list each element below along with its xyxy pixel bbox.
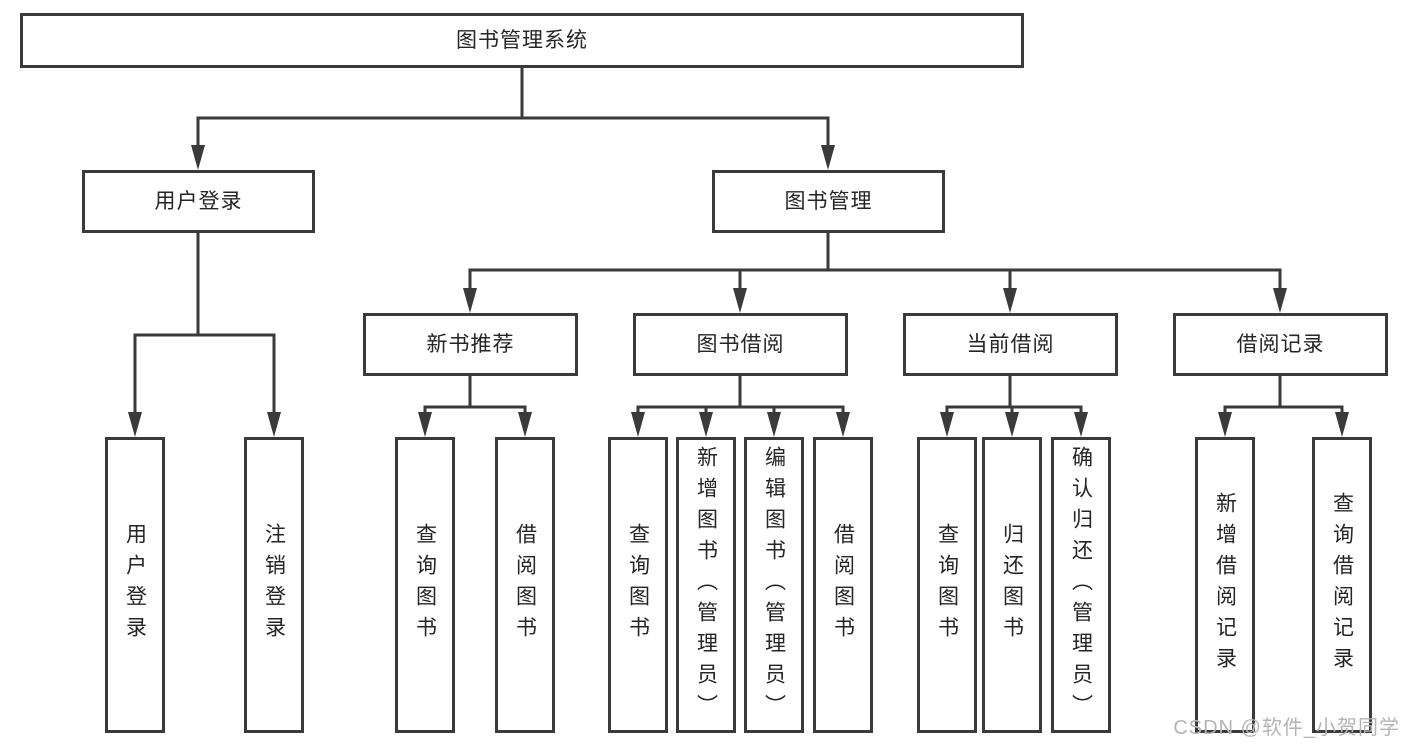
leaf-query-books-borrowing: 查询图书 bbox=[608, 437, 668, 733]
arrow-down-icon bbox=[1335, 412, 1349, 437]
arrow-down-icon bbox=[1074, 412, 1088, 437]
arrow-down-icon bbox=[1003, 288, 1017, 313]
watermark: CSDN @软件_小贺同学 bbox=[1173, 717, 1400, 739]
arrow-down-icon bbox=[631, 412, 645, 437]
leaf-user-login: 用户登录 bbox=[105, 437, 165, 733]
arrow-down-icon bbox=[463, 288, 477, 313]
arrow-down-icon bbox=[191, 145, 205, 170]
node-borrowing-records: 借阅记录 bbox=[1173, 313, 1388, 376]
arrow-down-icon bbox=[128, 412, 142, 437]
leaf-edit-books-admin: 编辑图书（管理员） bbox=[744, 437, 804, 733]
arrow-down-icon bbox=[1273, 288, 1287, 313]
connector-borrowing-to-leaves bbox=[636, 376, 845, 416]
leaf-return-books: 归还图书 bbox=[982, 437, 1042, 733]
leaf-query-books-recommend: 查询图书 bbox=[395, 437, 455, 733]
node-book-management: 图书管理 bbox=[712, 170, 945, 233]
connector-mgmt-to-level3 bbox=[468, 233, 1282, 292]
arrow-down-icon bbox=[836, 412, 850, 437]
node-current-borrowing: 当前借阅 bbox=[903, 313, 1118, 376]
arrow-down-icon bbox=[940, 412, 954, 437]
leaf-confirm-return-admin: 确认归还（管理员） bbox=[1051, 437, 1111, 733]
connector-recommend-to-leaves bbox=[423, 376, 527, 416]
leaf-add-borrow-record: 新增借阅记录 bbox=[1195, 437, 1255, 733]
node-book-borrowing: 图书借阅 bbox=[633, 313, 848, 376]
arrow-down-icon bbox=[699, 412, 713, 437]
node-new-book-recommend: 新书推荐 bbox=[363, 313, 578, 376]
leaf-query-borrow-record: 查询借阅记录 bbox=[1312, 437, 1372, 733]
arrow-down-icon bbox=[1005, 412, 1019, 437]
arrow-down-icon bbox=[821, 145, 835, 170]
node-user-login: 用户登录 bbox=[82, 170, 315, 233]
leaf-add-books-admin: 新增图书（管理员） bbox=[676, 437, 736, 733]
connector-login-to-leaves bbox=[133, 233, 276, 416]
connector-records-to-leaves bbox=[1223, 376, 1344, 416]
node-root-system: 图书管理系统 bbox=[20, 13, 1024, 68]
leaf-borrow-books-borrowing: 借阅图书 bbox=[813, 437, 873, 733]
leaf-borrow-books-recommend: 借阅图书 bbox=[495, 437, 555, 733]
arrow-down-icon bbox=[733, 288, 747, 313]
connector-root-to-level2 bbox=[196, 68, 830, 150]
leaf-logout: 注销登录 bbox=[244, 437, 304, 733]
arrow-down-icon bbox=[1218, 412, 1232, 437]
arrow-down-icon bbox=[767, 412, 781, 437]
connector-current-to-leaves bbox=[945, 376, 1083, 416]
arrow-down-icon bbox=[267, 412, 281, 437]
leaf-query-books-current: 查询图书 bbox=[917, 437, 977, 733]
arrow-down-icon bbox=[418, 412, 432, 437]
arrow-down-icon bbox=[518, 412, 532, 437]
